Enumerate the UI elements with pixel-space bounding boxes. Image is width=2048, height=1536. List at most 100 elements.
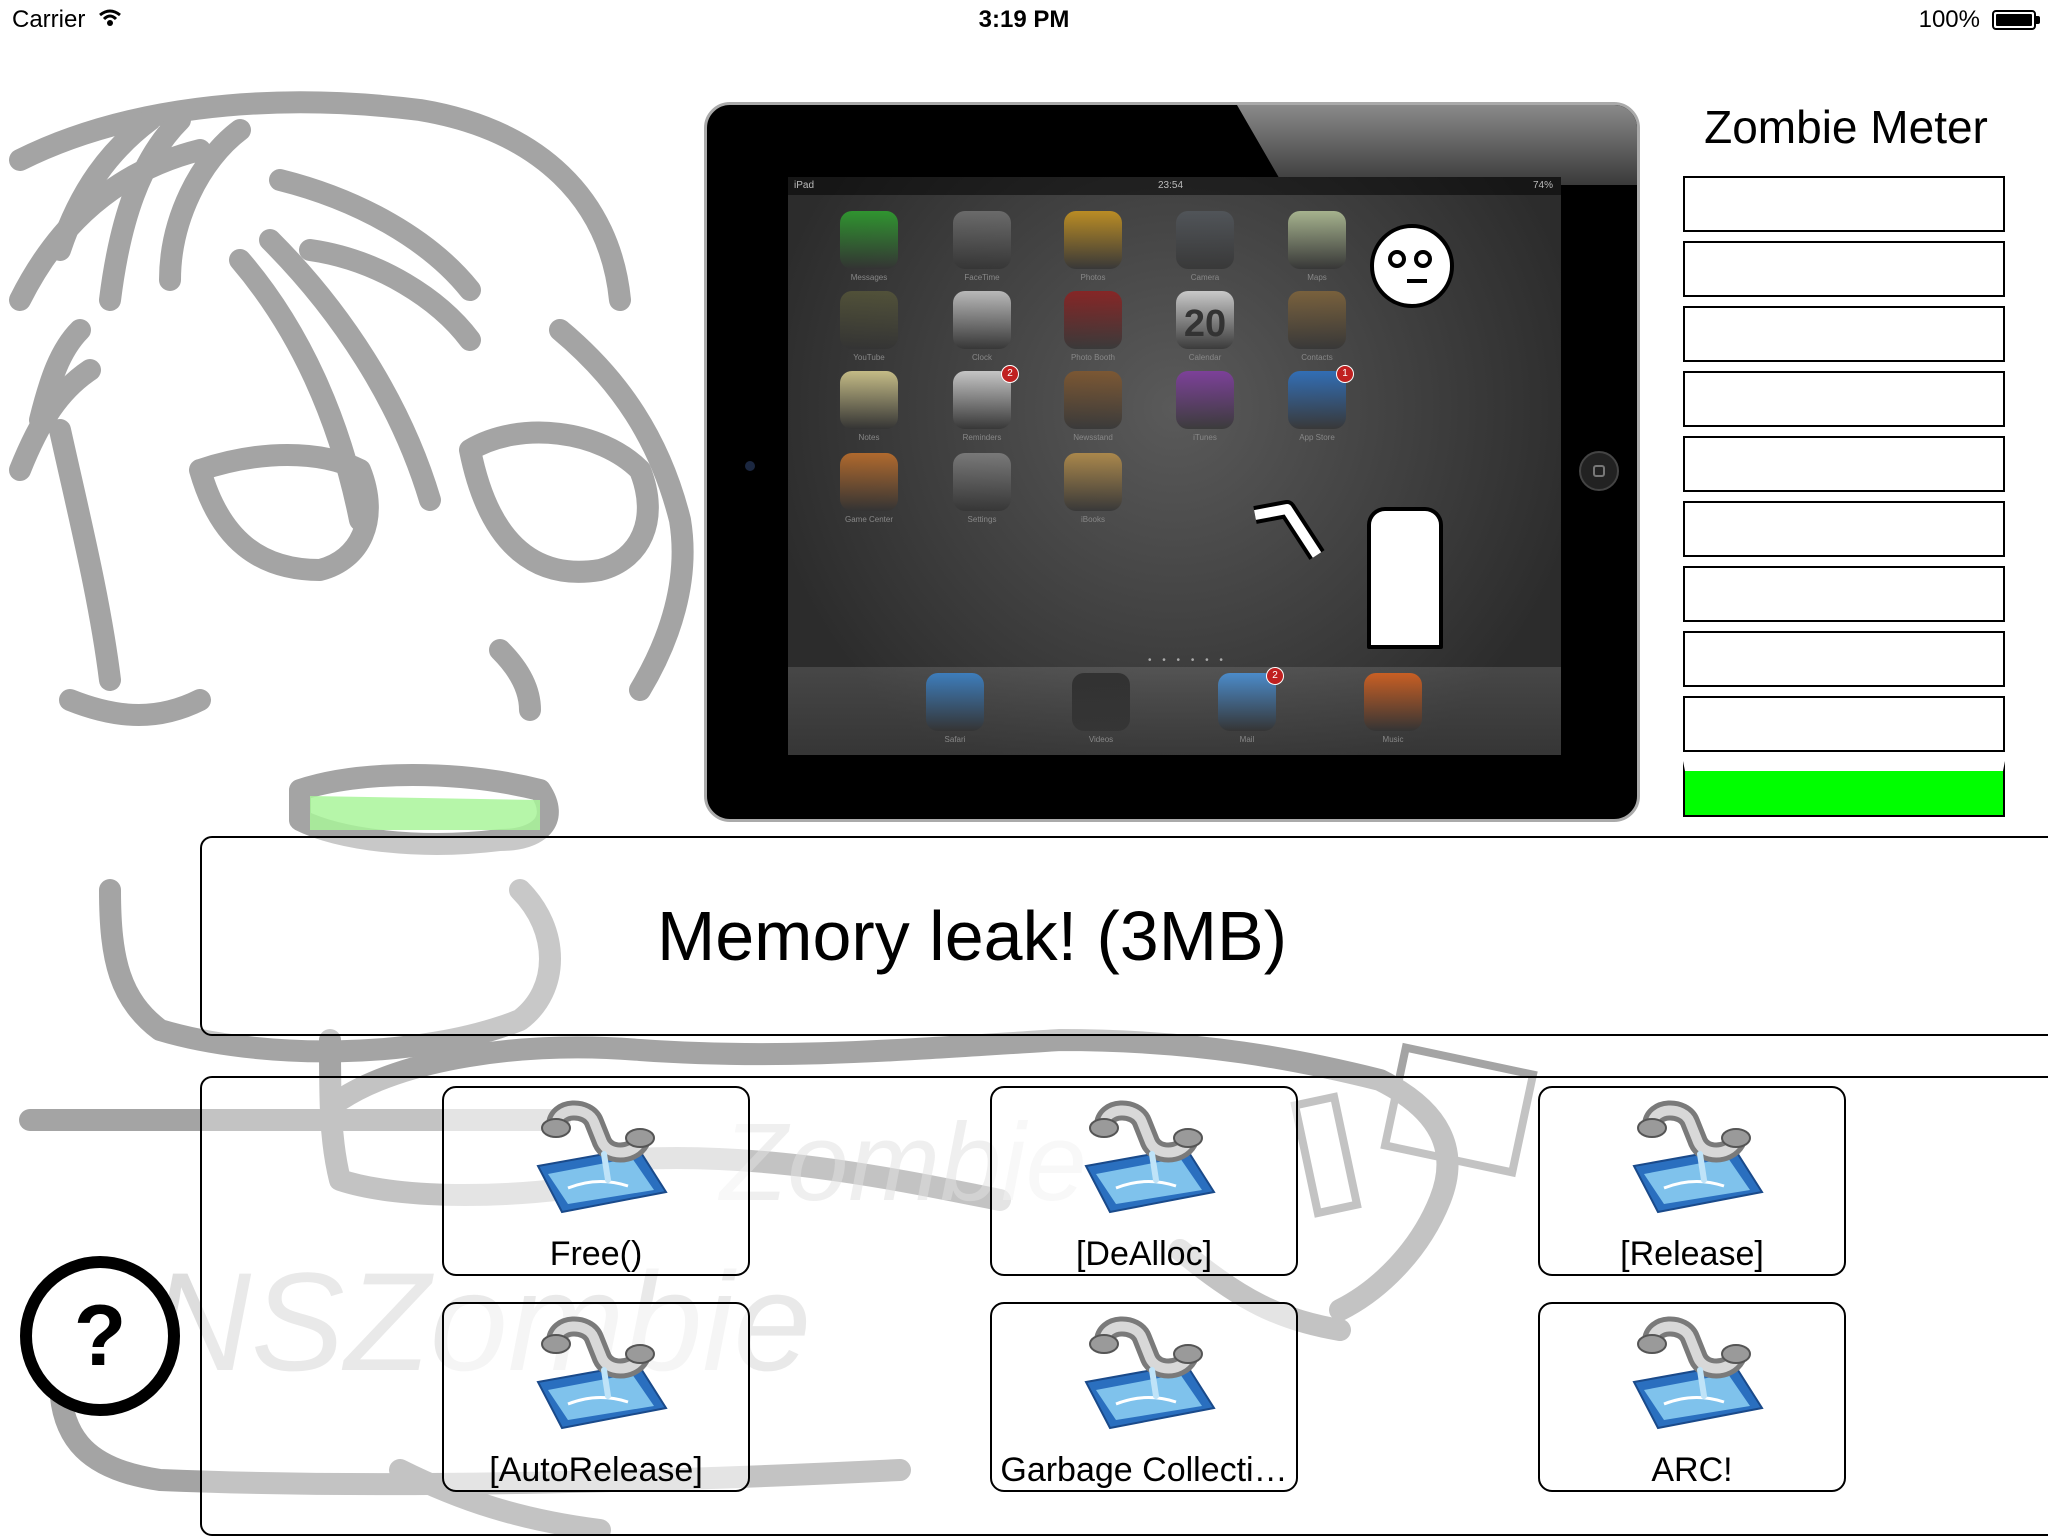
tablet-glare (1237, 105, 1637, 185)
dock-app-label: Music (1382, 735, 1404, 744)
dock-app-label: Mail (1239, 735, 1255, 744)
zombie-body (1367, 507, 1443, 649)
meter-segment (1683, 306, 2005, 362)
help-icon: ? (73, 1288, 127, 1384)
choice-button[interactable]: Free() (442, 1086, 750, 1276)
choice-label: [DeAlloc] (1075, 1235, 1213, 1273)
choice-label: [Release] (1620, 1235, 1764, 1273)
zombie-face-icon (1370, 224, 1454, 308)
app-label: iTunes (1193, 433, 1217, 442)
choice-label: [AutoRelease] (489, 1451, 703, 1489)
app-icon (1288, 291, 1346, 349)
message-text: Memory leak! (3MB) (656, 897, 1288, 975)
choice-button[interactable]: Garbage Collecti… (990, 1302, 1298, 1492)
zombie-arm-icon (1253, 500, 1325, 560)
ipad-carrier: iPad (794, 180, 815, 191)
meter-segment (1683, 761, 2005, 817)
app-label: Photos (1080, 273, 1106, 282)
ipad-dock: Safari Videos Mail Music 2 (788, 667, 1561, 755)
app-label: YouTube (853, 353, 885, 362)
app-label: FaceTime (964, 273, 1000, 282)
app-label: iBooks (1080, 515, 1105, 524)
meter-segment (1683, 696, 2005, 752)
ipad-battery: 74% (1532, 180, 1553, 191)
choice-button[interactable]: [Release] (1538, 1086, 1846, 1276)
dock-app-icon (1072, 673, 1130, 731)
wifi-icon (99, 9, 121, 26)
dock-app-label: Safari (944, 735, 966, 744)
app-icon (953, 291, 1011, 349)
app-label: Newsstand (1073, 433, 1113, 442)
app-label: Photo Booth (1070, 353, 1116, 362)
status-bar: Carrier 3:19 PM 100% (0, 0, 2048, 40)
app-label: Clock (971, 353, 992, 362)
meter-segment (1683, 631, 2005, 687)
app-icon (1176, 371, 1234, 429)
zombie-meter-title: Zombie Meter (1704, 101, 1988, 153)
mail-badge: 2 (1266, 667, 1284, 685)
camera-icon (745, 461, 755, 471)
app-label: Game Center (844, 515, 894, 524)
reminders-badge: 2 (1001, 365, 1019, 383)
ipad-image: iPad 23:54 74% Messages FaceTime Photos Cam… (704, 102, 1640, 822)
message-box: Memory leak! (3MB) (200, 836, 2048, 1036)
app-store-badge: 1 (1336, 365, 1354, 383)
app-label: Reminders (962, 433, 1002, 442)
dock-app-icon (1364, 673, 1422, 731)
help-button[interactable]: ? (20, 1256, 180, 1416)
app-icon (1064, 453, 1122, 511)
battery-percent: 100% (1918, 6, 1980, 33)
meter-segment (1683, 566, 2005, 622)
choice-button[interactable]: ARC! (1538, 1302, 1846, 1492)
app-label: Settings (967, 515, 997, 524)
instruments-pipe-icon (1632, 1100, 1764, 1214)
app-label: Camera (1190, 273, 1220, 282)
app-icon (840, 453, 898, 511)
app-icon (840, 371, 898, 429)
meter-segment (1683, 436, 2005, 492)
dock-app-icon (1218, 673, 1276, 731)
carrier-label: Carrier (12, 6, 86, 33)
battery-nub-icon (2036, 16, 2040, 24)
instruments-pipe-icon (536, 1316, 668, 1430)
page-dots: • • • • • • (1148, 655, 1227, 666)
choice-button[interactable]: [DeAlloc] (990, 1086, 1298, 1276)
app-icon (1064, 211, 1122, 269)
meter-segment (1683, 501, 2005, 557)
meter-segment (1683, 241, 2005, 297)
app-icon (1176, 291, 1234, 349)
ipad-status-bar: iPad 23:54 74% (788, 177, 1561, 195)
instruments-pipe-icon (536, 1100, 668, 1214)
choice-button[interactable]: [AutoRelease] (442, 1302, 750, 1492)
app-icon (840, 211, 898, 269)
clock-time: 3:19 PM (978, 6, 1070, 33)
app-icon (840, 291, 898, 349)
meter-segment (1683, 371, 2005, 427)
app-icon (1288, 371, 1346, 429)
home-button-icon (1579, 451, 1619, 491)
app-label: Messages (850, 273, 888, 282)
dock-app-icon (926, 673, 984, 731)
app-icon (1176, 211, 1234, 269)
meter-segment (1683, 176, 2005, 232)
choice-label: ARC! (1651, 1451, 1733, 1489)
app-icon (953, 371, 1011, 429)
calendar-day: 20 (1183, 303, 1227, 345)
ipad-time: 23:54 (1158, 180, 1184, 191)
app-label: App Store (1299, 433, 1335, 442)
app-label: Notes (858, 433, 880, 442)
app-label: Maps (1307, 273, 1327, 282)
choice-label: Free() (549, 1235, 643, 1273)
app-icon (953, 453, 1011, 511)
app-icon (1288, 211, 1346, 269)
battery-icon (1992, 10, 2036, 30)
app-label: Contacts (1301, 353, 1333, 362)
app-icon (953, 211, 1011, 269)
choice-label: Garbage Collecti… (1000, 1451, 1288, 1489)
dock-app-label: Videos (1088, 735, 1114, 744)
app-label: Calendar (1188, 353, 1222, 362)
instruments-pipe-icon (1632, 1316, 1764, 1430)
app-icon (1064, 371, 1122, 429)
instruments-pipe-icon (1084, 1316, 1216, 1430)
app-icon (1064, 291, 1122, 349)
